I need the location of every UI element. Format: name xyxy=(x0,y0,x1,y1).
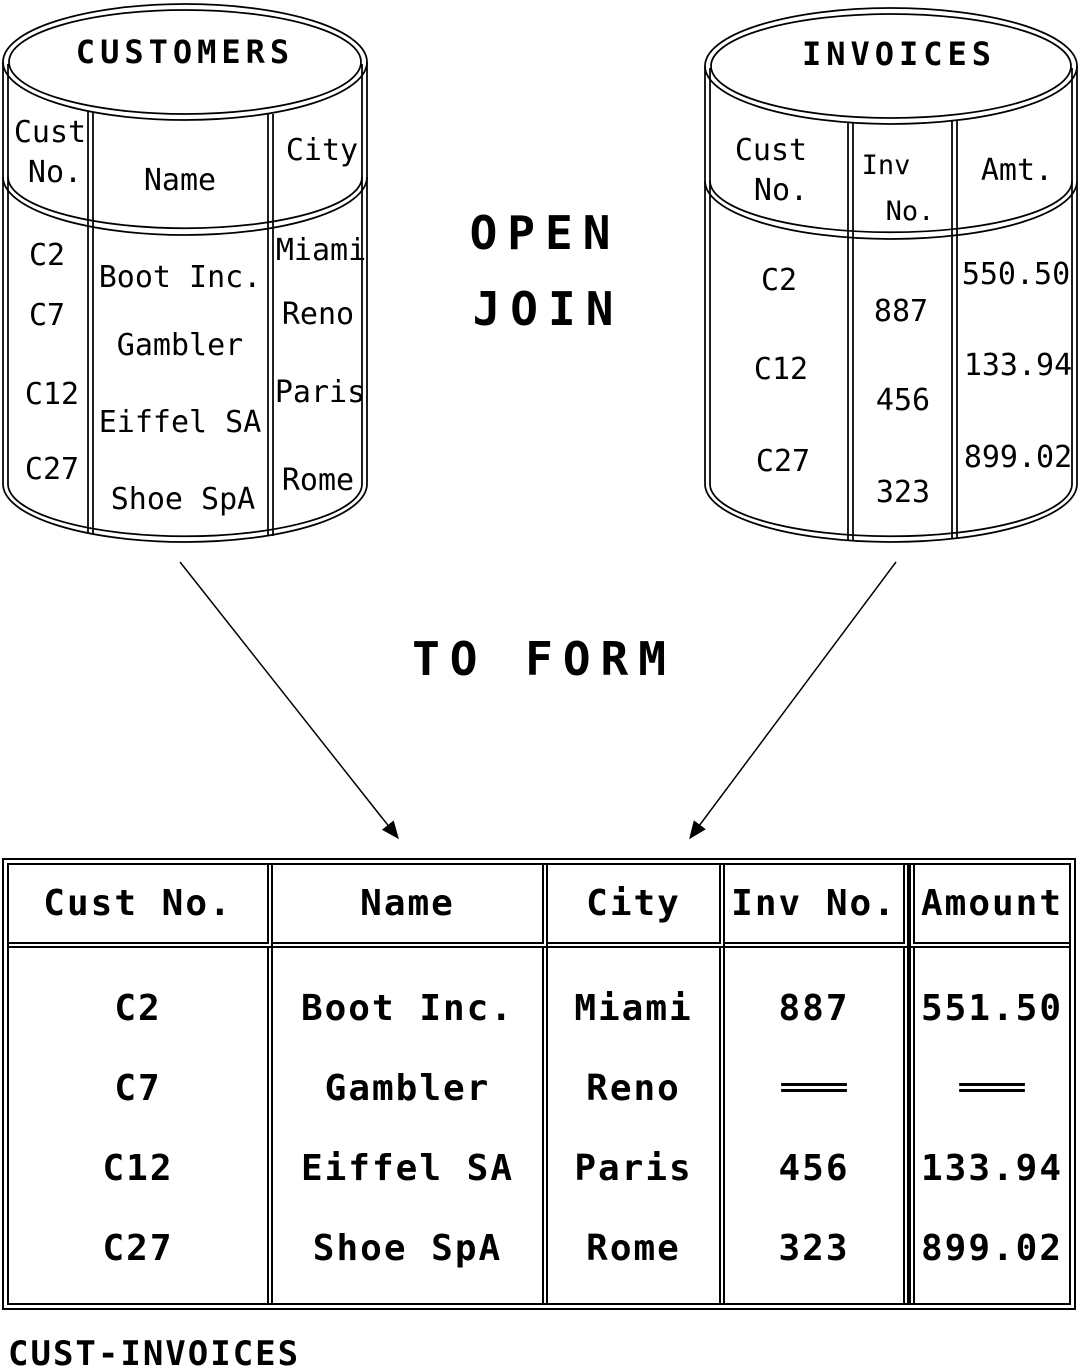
result-cell: 323 xyxy=(778,1227,850,1269)
customers-city-value: Miami xyxy=(275,233,367,268)
customers-name-value: Eiffel SA xyxy=(98,405,262,440)
customers-cylinder xyxy=(2,3,368,543)
operation-label-open: OPEN xyxy=(469,206,621,260)
customers-col-name: Name xyxy=(143,163,217,198)
customers-title: CUSTOMERS xyxy=(75,33,295,71)
invoices-amt-value: 133.94 xyxy=(963,348,1073,383)
invoices-title: INVOICES xyxy=(801,35,997,73)
result-cell: Shoe SpA xyxy=(312,1227,503,1269)
result-cell: 899.02 xyxy=(920,1227,1064,1269)
invoices-invno-value: 887 xyxy=(873,294,929,329)
result-cell: Rome xyxy=(586,1227,681,1269)
invoices-invno-value: 456 xyxy=(875,383,931,418)
invoices-amt-value: 550.50 xyxy=(961,257,1071,292)
invoices-col-amt: Amt. xyxy=(980,153,1054,188)
result-header-city: City xyxy=(548,865,725,948)
result-header-inv-no: Inv No. xyxy=(725,865,909,948)
result-cell: Reno xyxy=(586,1067,681,1109)
result-cell-null-dash: ═══ xyxy=(781,1067,847,1109)
result-cell: Gambler xyxy=(324,1067,491,1109)
result-header-amount: Amount xyxy=(909,865,1069,948)
invoices-col-custno-line2: No. xyxy=(753,173,809,208)
invoices-custno-value: C12 xyxy=(753,352,809,387)
result-column-inv-no: 887 ═══ 456 323 xyxy=(725,948,909,1303)
customers-col-city: City xyxy=(285,133,359,168)
invoices-col-invno-line1: Inv xyxy=(861,150,911,181)
result-table: Cust No. Name City Inv No. Amount C2 C7 … xyxy=(2,858,1076,1310)
customers-custno-value: C27 xyxy=(24,452,80,487)
result-cell: C27 xyxy=(102,1227,174,1269)
result-cell: 551.50 xyxy=(920,987,1064,1029)
result-cell-null-dash: ═══ xyxy=(959,1067,1025,1109)
customers-name-value: Gambler xyxy=(116,328,244,363)
customers-to-table-arrow xyxy=(179,561,399,840)
invoices-col-invno-line2: No. xyxy=(885,196,935,227)
result-cell: Boot Inc. xyxy=(300,987,515,1029)
customers-custno-value: C12 xyxy=(24,377,80,412)
result-column-city: Miami Reno Paris Rome xyxy=(548,948,725,1303)
customers-col-custno-line2: No. xyxy=(27,155,83,190)
customers-city-value: Paris xyxy=(274,375,366,410)
customers-custno-value: C7 xyxy=(28,298,66,333)
invoices-custno-value: C27 xyxy=(755,444,811,479)
customers-name-value: Boot Inc. xyxy=(98,260,262,295)
invoices-to-table-arrow xyxy=(689,561,897,840)
customers-city-value: Rome xyxy=(281,463,355,498)
result-cell: Miami xyxy=(574,987,693,1029)
invoices-custno-value: C2 xyxy=(760,263,798,298)
result-column-cust-no: C2 C7 C12 C27 xyxy=(9,948,273,1303)
customers-city-value: Reno xyxy=(281,297,355,332)
result-cell: 456 xyxy=(778,1147,850,1189)
result-cell: C7 xyxy=(114,1067,162,1109)
invoices-invno-value: 323 xyxy=(875,475,931,510)
result-header-cust-no: Cust No. xyxy=(9,865,273,948)
customers-name-value: Shoe SpA xyxy=(110,482,256,517)
invoices-col-custno-line1: Cust xyxy=(734,133,808,168)
result-cell: Paris xyxy=(574,1147,693,1189)
operation-label-join: JOIN xyxy=(472,282,624,336)
customers-custno-value: C2 xyxy=(28,238,66,273)
result-cell: 133.94 xyxy=(920,1147,1064,1189)
customers-col-custno-line1: Cust xyxy=(13,115,87,150)
invoices-amt-value: 899.02 xyxy=(963,440,1073,475)
result-table-name-label: CUST-INVOICES xyxy=(8,1334,301,1369)
result-cell: 887 xyxy=(778,987,850,1029)
to-form-label: TO FORM xyxy=(412,632,676,686)
result-column-amount: 551.50 ═══ 133.94 899.02 xyxy=(909,948,1069,1303)
result-cell: C12 xyxy=(102,1147,174,1189)
invoices-cylinder xyxy=(704,7,1078,543)
result-cell: C2 xyxy=(114,987,162,1029)
result-column-name: Boot Inc. Gambler Eiffel SA Shoe SpA xyxy=(273,948,548,1303)
result-cell: Eiffel SA xyxy=(300,1147,515,1189)
result-header-name: Name xyxy=(273,865,548,948)
